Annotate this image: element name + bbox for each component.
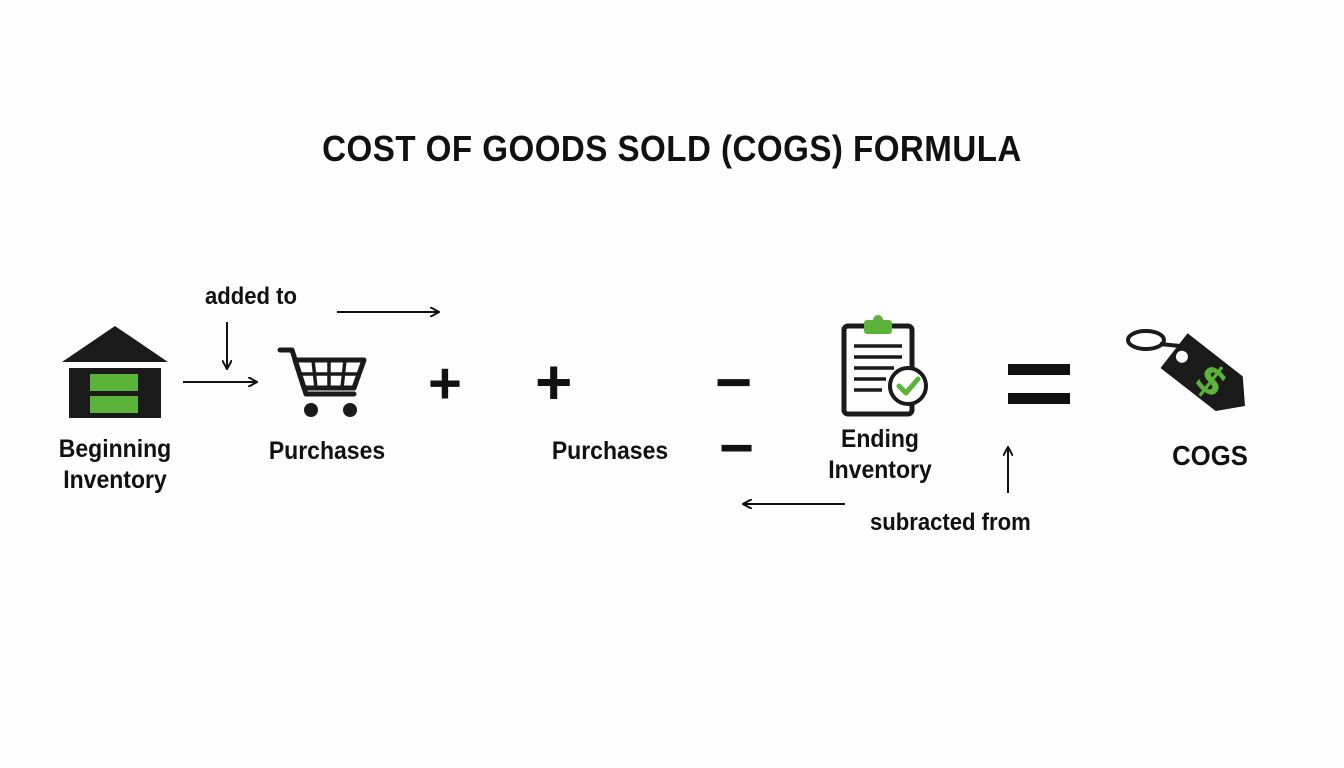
clipboard-check-icon: [841, 315, 928, 417]
subtracted-from-label: subracted from: [870, 509, 1031, 536]
minus-operator-2: −: [719, 414, 755, 481]
equals-operator: [1008, 364, 1070, 404]
purchases-cart-label: Purchases: [268, 437, 386, 465]
beginning-inventory-line1: Beginning: [58, 435, 172, 463]
price-tag-dollar-icon: $: [1126, 329, 1245, 412]
beginning-inventory-line2: Inventory: [63, 466, 167, 494]
cogs-label: COGS: [1172, 440, 1248, 471]
plus-operator-2: +: [535, 346, 573, 418]
ending-inventory-label: Ending Inventory: [828, 424, 932, 486]
warehouse-icon: [62, 326, 168, 418]
shopping-cart-icon: [277, 347, 367, 417]
beginning-inventory-label: Beginning Inventory: [59, 434, 171, 496]
diagram-title: COST OF GOODS SOLD (COGS) FORMULA: [322, 128, 1022, 169]
purchases-text-label: Purchases: [551, 437, 669, 465]
minus-operator-1: −: [715, 346, 753, 418]
added-to-label: added to: [205, 283, 297, 310]
ending-inventory-line1: Ending: [841, 425, 919, 453]
plus-operator-1: +: [428, 351, 462, 416]
ending-inventory-line2: Inventory: [828, 456, 932, 484]
